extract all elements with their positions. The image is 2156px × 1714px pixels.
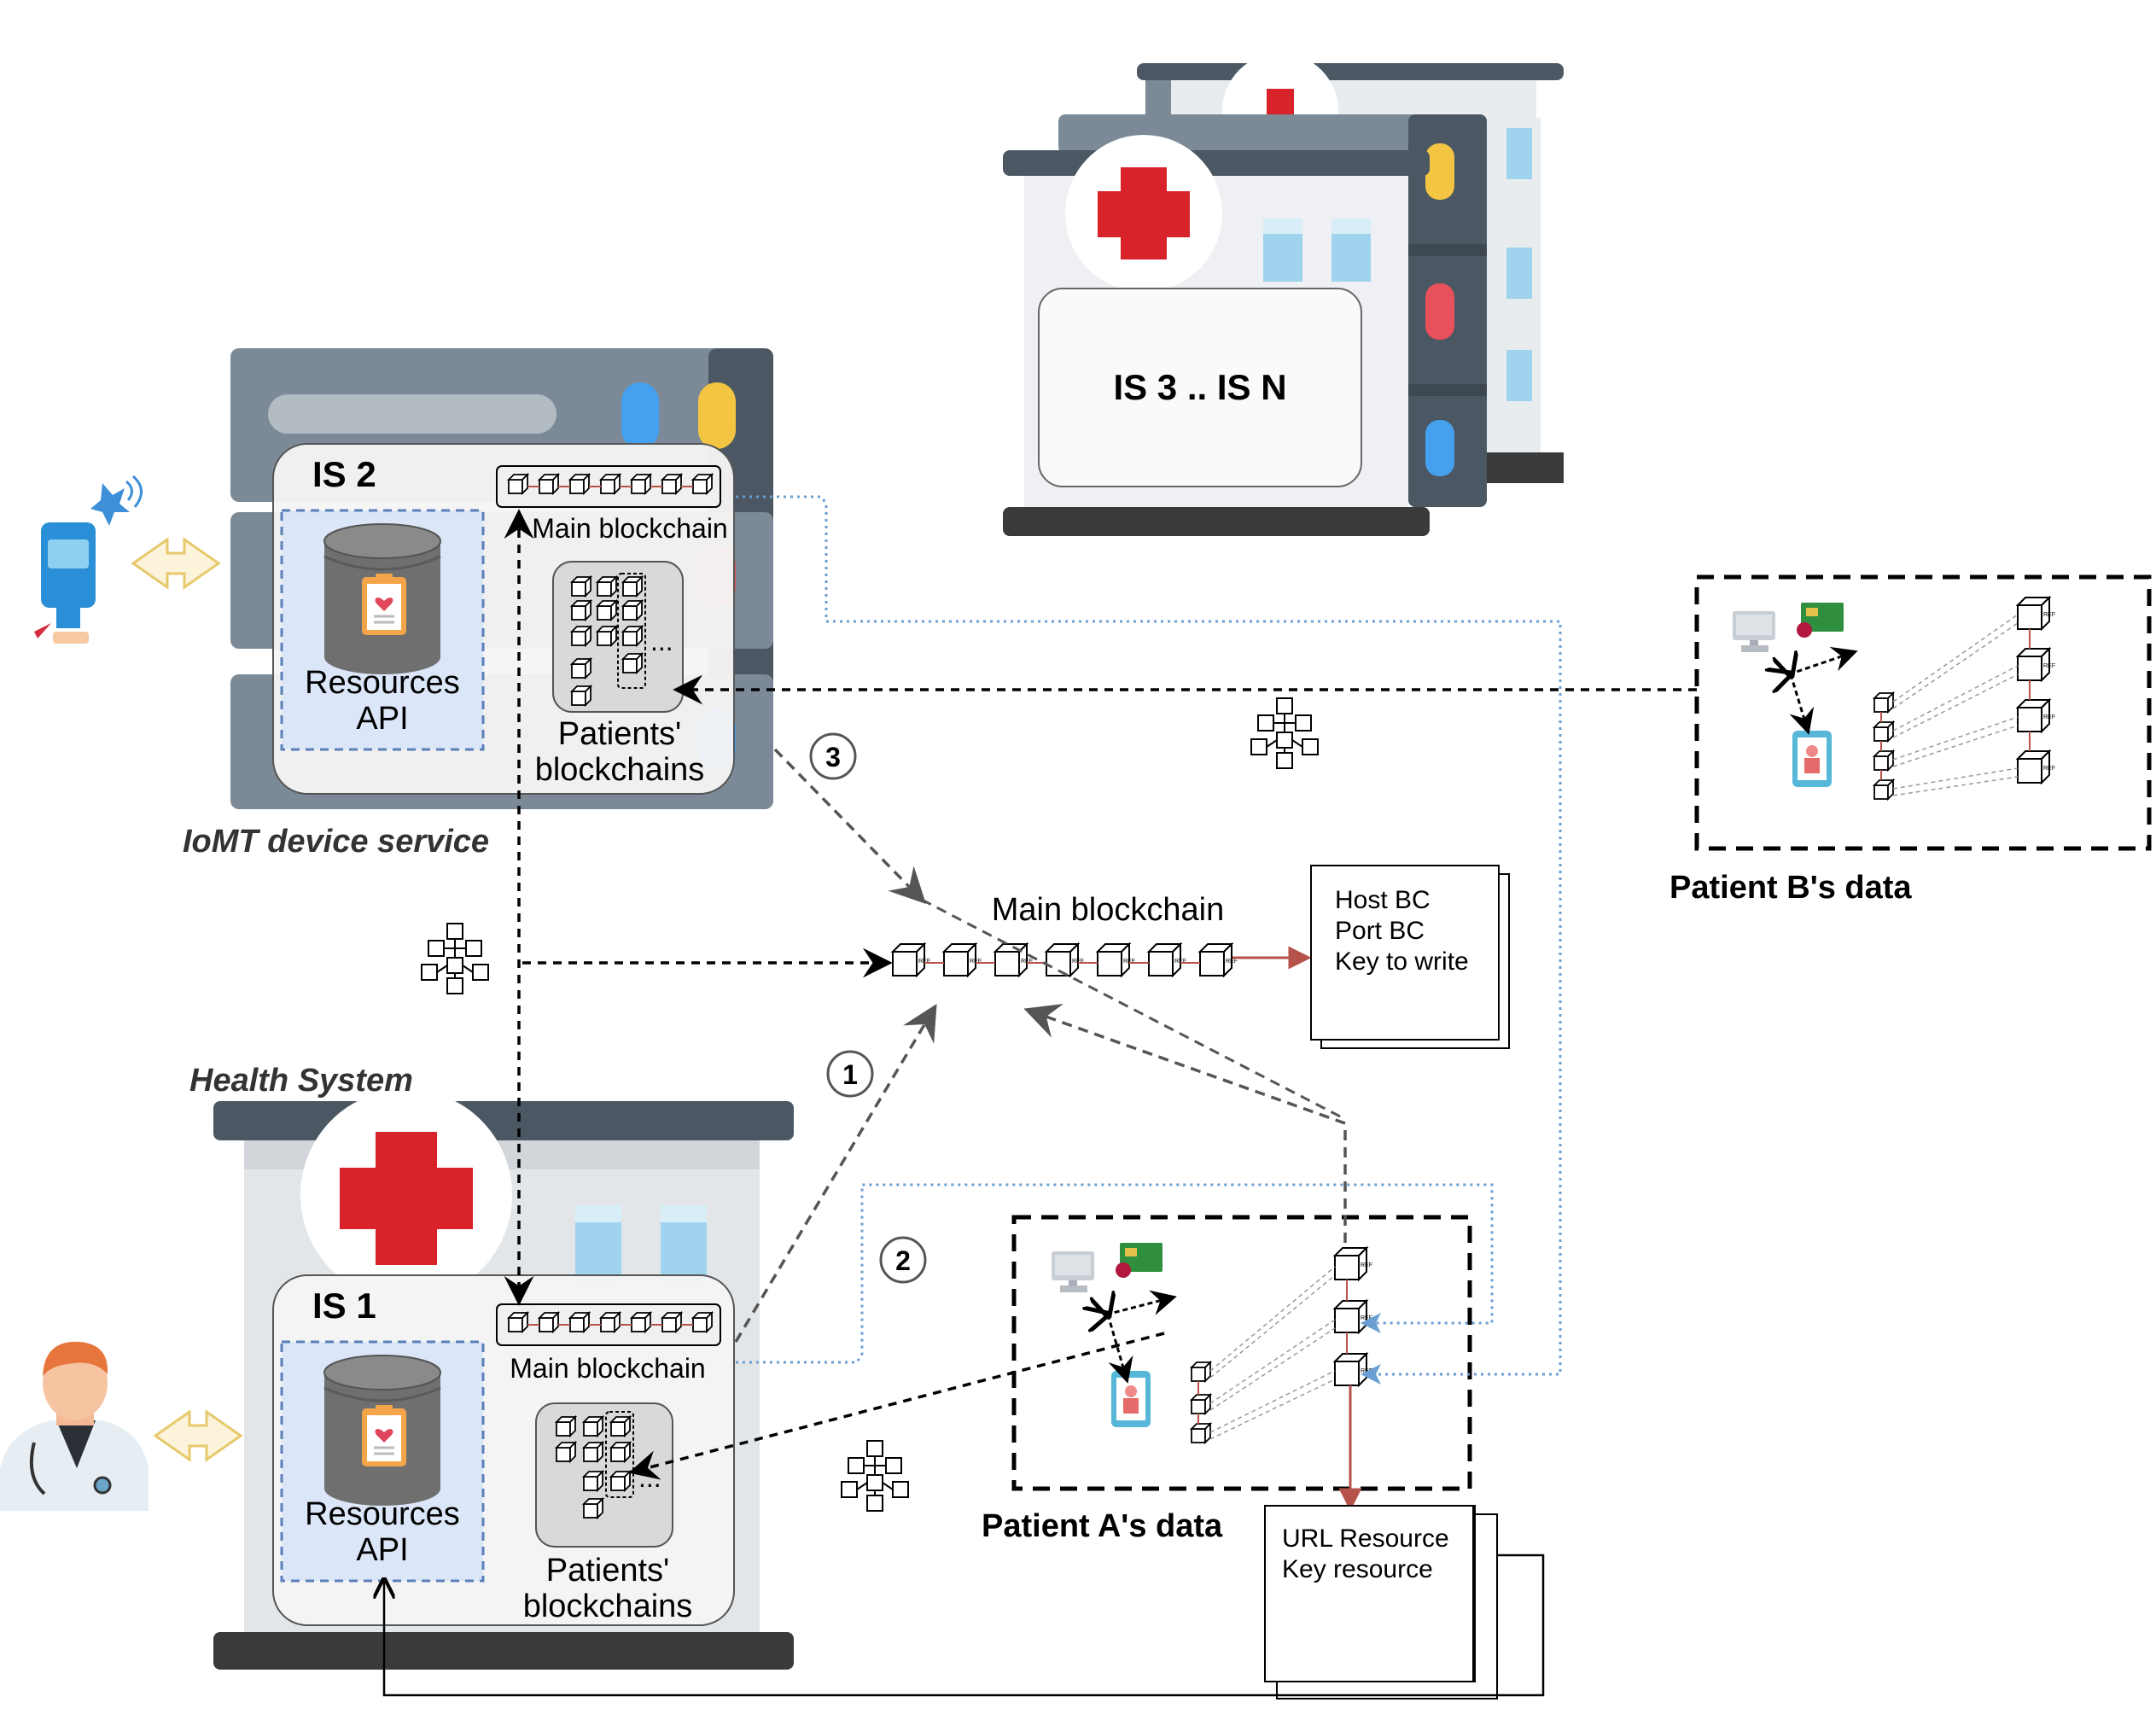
iomt-bidirectional-arrow-icon — [131, 537, 221, 590]
is2-patients-label2: blockchains — [535, 752, 705, 788]
is2-resources-api[interactable]: Resources API — [280, 509, 485, 751]
patient-b-title: Patient B's data — [1669, 870, 1912, 906]
is2-server: IS 2 Resources API Main blockchain ... P… — [230, 348, 773, 809]
glucose-meter-icon — [34, 475, 143, 644]
host-bc-note: Host BC Port BC Key to write — [1310, 865, 1510, 1049]
patient-a-title: Patient A's data — [982, 1508, 1223, 1544]
is2-main-blockchain[interactable]: Main blockchain — [496, 465, 728, 544]
is2-patients-label1: Patients' — [558, 716, 682, 752]
step-2-badge: 2 — [879, 1236, 927, 1284]
key-resource-label: Key resource — [1282, 1555, 1433, 1583]
is1-api-label: API — [356, 1532, 408, 1568]
is2-resources-label: Resources — [305, 665, 460, 701]
is1-ellipsis: ... — [638, 1462, 661, 1493]
is2-ellipsis: ... — [650, 626, 673, 656]
is1-patients-label2: blockchains — [523, 1589, 693, 1624]
is2-to-patient-a-link — [736, 495, 1562, 1385]
is1-resources-api[interactable]: Resources API — [280, 1340, 485, 1583]
step1-arrow — [734, 1003, 937, 1343]
doctor-bidirectional-arrow-icon — [153, 1409, 243, 1462]
network-cluster-icon — [421, 923, 489, 994]
is2-title: IS 2 — [312, 454, 376, 494]
patient-a-data[interactable]: Patient A's data — [982, 1215, 1472, 1544]
step-3-badge: 3 — [809, 732, 857, 780]
doctor-icon — [0, 1341, 149, 1511]
svg-text:2: 2 — [895, 1245, 911, 1276]
is-n-building: IS 3 .. IS N — [1003, 53, 1564, 536]
network-cluster-icon — [841, 1440, 909, 1512]
step-1-badge: 1 — [826, 1050, 874, 1098]
isn-title: IS 3 .. IS N — [1113, 367, 1286, 407]
resource-return-line — [384, 1554, 1545, 1697]
is1-patients-label1: Patients' — [546, 1553, 670, 1589]
port-bc-label: Port BC — [1335, 917, 1425, 945]
central-main-bc-title: Main blockchain — [992, 892, 1224, 928]
is2-patients-blockchains[interactable]: ... Patients' blockchains — [535, 561, 705, 788]
step2-arrow — [1023, 1003, 1347, 1243]
key-to-write-label: Key to write — [1335, 947, 1469, 976]
is1-main-bc-label: Main blockchain — [510, 1353, 705, 1384]
is1-hospital: IS 1 Resources API Main blockchain ... P… — [213, 1089, 794, 1670]
is1-main-blockchain[interactable]: Main blockchain — [496, 1303, 721, 1384]
url-resource-label: URL Resource — [1282, 1525, 1449, 1553]
iomt-label: IoMT device service — [183, 824, 489, 860]
is2-main-bc-label: Main blockchain — [532, 513, 727, 544]
svg-text:1: 1 — [842, 1059, 858, 1090]
patient-b-data[interactable]: Patient B's data — [1669, 574, 2152, 906]
host-bc-label: Host BC — [1335, 886, 1431, 914]
is1-resources-label: Resources — [305, 1496, 460, 1532]
network-cluster-icon — [1250, 697, 1319, 769]
step3-arrow — [773, 748, 926, 905]
is1-title: IS 1 — [312, 1286, 376, 1326]
central-main-blockchain[interactable]: Main blockchain — [892, 892, 1312, 977]
url-resource-note: URL Resource Key resource — [1264, 1505, 1498, 1699]
health-system-label: Health System — [189, 1063, 413, 1099]
svg-text:3: 3 — [825, 742, 841, 772]
is2-api-label: API — [356, 701, 408, 737]
is1-patients-blockchains[interactable]: ... Patients' blockchains — [523, 1402, 693, 1624]
